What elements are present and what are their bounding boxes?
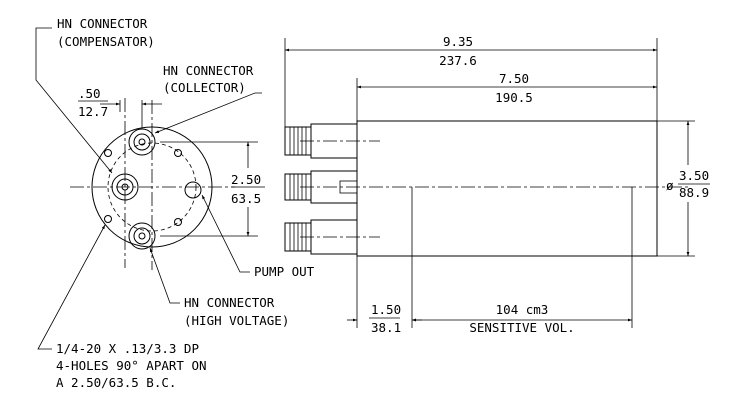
side-bottom-connector (284, 219, 358, 255)
body-length-mm: 190.5 (495, 90, 533, 105)
side-view (284, 120, 690, 328)
diameter-dimension: ø 3.50 88.9 (657, 120, 710, 257)
hn-compensator-label-1: HN CONNECTOR (57, 16, 148, 31)
chamber-body (356, 120, 658, 257)
front-offset-dimension: 1.50 38.1 (347, 256, 422, 335)
collector-leader: HN CONNECTOR (COLLECTOR) (154, 63, 262, 134)
sensitive-volume-label: SENSITIVE VOL. (469, 320, 574, 335)
end-view: .50 12.7 2.50 63.5 (70, 86, 265, 270)
pump-out-leader: PUMP OUT (201, 194, 315, 279)
compensator-leader: HN CONNECTOR (COMPENSATOR) (35, 16, 155, 174)
hn-collector-label-1: HN CONNECTOR (163, 63, 254, 78)
connector-spacing-mm: 63.5 (231, 191, 261, 206)
holes-note-2: 4-HOLES 90° APART ON (56, 358, 207, 373)
connector-spacing-in: 2.50 (231, 172, 261, 187)
high-voltage-connector (128, 222, 156, 250)
front-offset-mm: 38.1 (371, 320, 401, 335)
bolt-circle (107, 142, 197, 232)
diameter-in: 3.50 (679, 168, 709, 183)
overall-length-in: 9.35 (443, 34, 473, 49)
sensitive-volume-value: 104 cm3 (496, 302, 549, 317)
side-top-connector (284, 123, 358, 159)
overall-length-dimension: 9.35 237.6 (284, 34, 658, 127)
holes-note-3: A 2.50/63.5 B.C. (56, 375, 176, 390)
hn-compensator-label-2: (COMPENSATOR) (57, 34, 155, 49)
pump-out-port (184, 181, 202, 199)
hn-high-voltage-label-2: (HIGH VOLTAGE) (184, 313, 289, 328)
holes-note-1: 1/4-20 X .13/3.3 DP (56, 341, 199, 356)
tapped-holes (104, 149, 182, 226)
sensitive-volume-dimension: 104 cm3 SENSITIVE VOL. (412, 302, 632, 335)
diameter-symbol: ø (666, 178, 674, 193)
compensator-connector (111, 173, 139, 201)
diameter-mm: 88.9 (679, 185, 709, 200)
connector-offset-mm: 12.7 (78, 104, 108, 119)
holes-leader: 1/4-20 X .13/3.3 DP 4-HOLES 90° APART ON… (37, 224, 207, 390)
overall-length-mm: 237.6 (439, 53, 477, 68)
hn-high-voltage-label-1: HN CONNECTOR (184, 295, 275, 310)
body-length-dimension: 7.50 190.5 (356, 71, 657, 121)
side-middle-connector (284, 170, 358, 204)
body-length-in: 7.50 (499, 71, 529, 86)
pump-out-label: PUMP OUT (254, 264, 315, 279)
connector-offset-in: .50 (78, 86, 101, 101)
hn-collector-label-2: (COLLECTOR) (163, 80, 246, 95)
collector-connector (128, 128, 156, 156)
high-voltage-leader: HN CONNECTOR (HIGH VOLTAGE) (149, 247, 289, 328)
front-offset-in: 1.50 (371, 302, 401, 317)
